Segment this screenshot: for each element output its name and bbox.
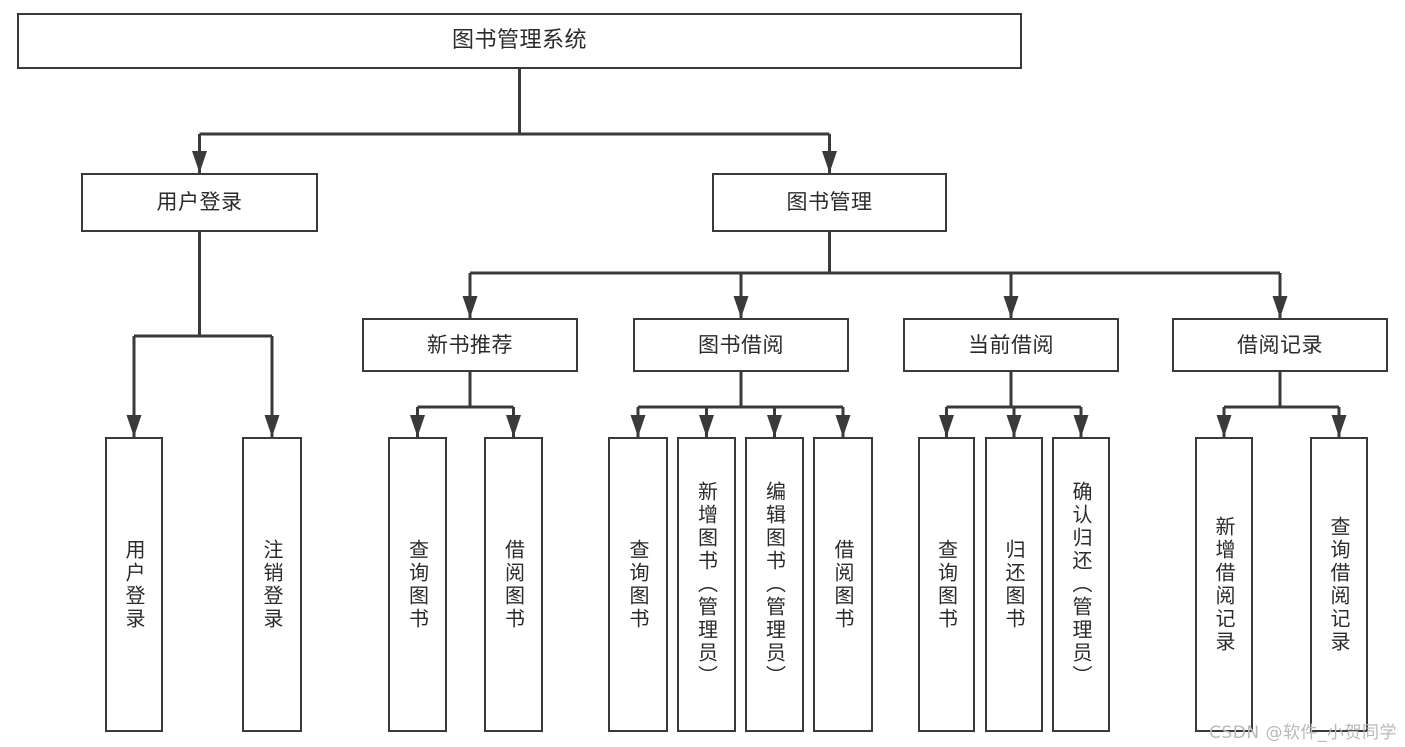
arrow-head-icon-e-root-bookmgmt — [822, 151, 837, 173]
arrow-head-icon-e-borrow-edit — [767, 415, 782, 437]
node-label: 查询借阅记录 — [1327, 515, 1351, 654]
arrow-head-icon-e-login-logout — [264, 415, 280, 437]
node-label: 用户登录 — [156, 190, 243, 215]
node-label: 新增图书（管理员） — [694, 481, 719, 688]
node-label: 当前借阅 — [968, 332, 1054, 357]
arrow-head-icon-e-bookmgmt-borrow — [733, 296, 749, 318]
arrow-head-icon-e-newbook-q1 — [410, 415, 425, 437]
node-l-querybook1[interactable]: 查询图书 — [388, 437, 447, 732]
node-label: 图书管理 — [786, 190, 873, 215]
node-n-newbook[interactable]: 新书推荐 — [362, 318, 578, 372]
arrow-head-icon-e-record-add — [1216, 415, 1232, 437]
arrow-head-icon-e-borrow-b2 — [835, 415, 851, 437]
node-l-querybook2[interactable]: 查询图书 — [608, 437, 668, 732]
node-l-borrowbook2[interactable]: 借阅图书 — [813, 437, 873, 732]
node-label: 图书管理系统 — [451, 28, 587, 54]
arrow-head-icon-e-bookmgmt-record — [1272, 296, 1288, 318]
node-label: 编辑图书（管理员） — [762, 481, 787, 688]
node-label: 查询图书 — [405, 538, 430, 631]
arrow-head-icon-e-root-login — [192, 151, 207, 173]
node-label: 图书借阅 — [698, 332, 784, 357]
node-n-record[interactable]: 借阅记录 — [1172, 318, 1388, 372]
node-label: 查询图书 — [934, 538, 959, 631]
node-l-confirmreturn[interactable]: 确认归还（管理员） — [1052, 437, 1110, 732]
node-label: 借阅图书 — [831, 538, 855, 631]
node-l-logout[interactable]: 注销登录 — [242, 437, 302, 732]
node-l-returnbook[interactable]: 归还图书 — [985, 437, 1043, 732]
arrow-head-icon-e-bookmgmt-current — [1003, 296, 1019, 318]
node-n-borrow[interactable]: 图书借阅 — [633, 318, 849, 372]
node-l-editbook[interactable]: 编辑图书（管理员） — [745, 437, 804, 732]
node-n-login[interactable]: 用户登录 — [81, 173, 318, 232]
arrow-head-icon-e-current-ret — [1006, 415, 1022, 437]
arrow-head-icon-e-current-q3 — [939, 415, 954, 437]
node-label: 注销登录 — [260, 538, 284, 631]
node-l-addrecord[interactable]: 新增借阅记录 — [1195, 437, 1253, 732]
arrow-head-icon-e-login-userlogin — [126, 415, 142, 437]
arrow-head-icon-e-newbook-b1 — [506, 415, 521, 437]
node-n-bookmgmt[interactable]: 图书管理 — [712, 173, 947, 232]
node-l-queryrecord[interactable]: 查询借阅记录 — [1310, 437, 1368, 732]
node-l-borrowbook1[interactable]: 借阅图书 — [484, 437, 543, 732]
node-root[interactable]: 图书管理系统 — [17, 13, 1022, 69]
node-label: 借阅图书 — [501, 538, 526, 631]
csdn-watermark: CSDN @软件_小贺同学 — [1209, 723, 1397, 743]
node-l-userlogin[interactable]: 用户登录 — [105, 437, 163, 732]
arrow-head-icon-e-bookmgmt-newbook — [462, 296, 478, 318]
node-label: 查询图书 — [626, 538, 650, 631]
arrow-head-icon-e-record-query — [1331, 415, 1347, 437]
node-label: 新书推荐 — [427, 332, 513, 357]
node-l-addbook[interactable]: 新增图书（管理员） — [677, 437, 736, 732]
node-label: 确认归还（管理员） — [1069, 481, 1093, 688]
node-label: 新增借阅记录 — [1212, 515, 1236, 654]
arrow-head-icon-e-borrow-add — [699, 415, 714, 437]
node-l-querybook3[interactable]: 查询图书 — [918, 437, 975, 732]
node-label: 借阅记录 — [1237, 332, 1323, 357]
node-label: 用户登录 — [122, 538, 146, 631]
node-n-current[interactable]: 当前借阅 — [903, 318, 1119, 372]
arrow-head-icon-e-current-conf — [1073, 415, 1089, 437]
arrow-head-icon-e-borrow-q2 — [630, 415, 646, 437]
node-label: 归还图书 — [1002, 538, 1026, 631]
